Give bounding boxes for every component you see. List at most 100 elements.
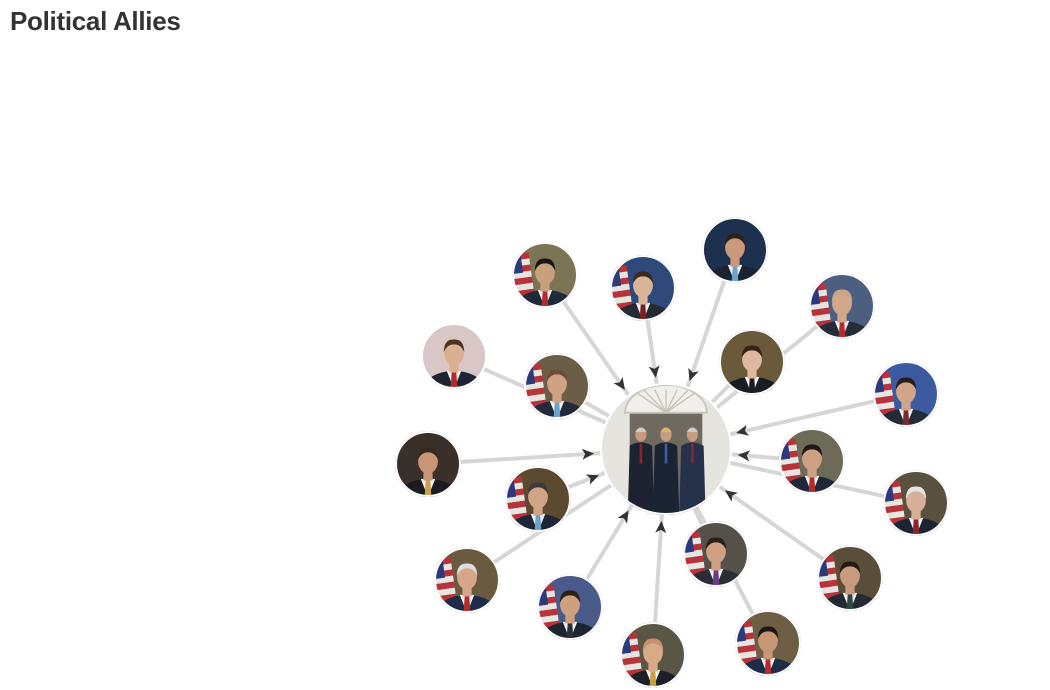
edge-n16 (458, 451, 603, 464)
node-portrait-n3[interactable] (702, 217, 768, 304)
face (840, 563, 860, 588)
tie (553, 402, 561, 418)
hair (724, 233, 746, 247)
face (560, 592, 580, 617)
tie (534, 515, 542, 531)
hair (417, 447, 439, 461)
node-portrait-n8[interactable] (882, 470, 949, 557)
suit (396, 478, 460, 497)
tie (566, 623, 574, 639)
node-border (719, 329, 785, 395)
node-border (779, 428, 845, 494)
face (528, 484, 548, 509)
tie (902, 410, 910, 426)
tie (712, 570, 720, 586)
edge-n6 (728, 399, 876, 437)
suit (780, 475, 844, 494)
edge-n12 (653, 512, 664, 625)
face (742, 347, 762, 372)
node-portrait-n6[interactable] (872, 361, 939, 448)
node-portrait-n16[interactable] (395, 431, 461, 518)
node-border (537, 574, 603, 640)
node-portrait-n1[interactable] (511, 242, 578, 329)
node-layer (395, 217, 949, 690)
edge-layer (458, 279, 886, 625)
node-border (809, 273, 875, 339)
node-border (524, 353, 590, 419)
arrowhead-n12 (655, 520, 667, 534)
face (535, 260, 555, 285)
face (547, 371, 567, 396)
face (802, 446, 822, 471)
figure-body (652, 442, 680, 515)
node-border (421, 323, 487, 389)
face (896, 379, 916, 404)
suit (422, 370, 486, 389)
hair (642, 638, 664, 652)
node-portrait-n14[interactable] (433, 547, 500, 634)
face (832, 291, 852, 316)
node-portrait-n13[interactable] (536, 574, 603, 661)
node-portrait-n15[interactable] (504, 466, 571, 553)
node-portrait-n4[interactable] (808, 273, 875, 360)
node-border (873, 361, 939, 427)
face (706, 539, 726, 564)
edge-n5 (710, 383, 731, 405)
node-portrait-n12[interactable] (619, 622, 686, 690)
face (906, 488, 926, 513)
suit (435, 594, 499, 613)
edge-n3 (685, 279, 727, 389)
node-portrait-n9[interactable] (816, 545, 883, 632)
node-portrait-n11[interactable] (682, 521, 749, 608)
suit (874, 408, 938, 427)
page-title: Political Allies (10, 6, 181, 36)
tie (846, 594, 854, 610)
node-portrait-n5[interactable] (719, 329, 785, 416)
arrowhead-n13 (617, 510, 629, 524)
tie (450, 372, 458, 388)
edge-n9 (718, 484, 825, 562)
arrowhead-n6 (736, 424, 750, 436)
node-border (395, 431, 461, 497)
tie (649, 671, 657, 687)
arrowhead-n9 (724, 490, 738, 502)
edge-n17 (583, 400, 611, 418)
node-border (817, 545, 883, 611)
node-border (883, 470, 949, 536)
suit (513, 289, 577, 308)
arrowhead-n15 (585, 474, 599, 485)
figure-body (627, 442, 655, 515)
hair (546, 369, 568, 383)
tie (541, 291, 549, 307)
arrowhead-n2 (648, 365, 660, 378)
suit (684, 568, 748, 587)
node-border (600, 383, 732, 515)
tie (838, 322, 846, 338)
tie (424, 480, 432, 496)
tie (731, 266, 739, 282)
tie (808, 477, 816, 493)
face (633, 273, 653, 298)
arrowhead-n7 (737, 450, 751, 462)
node-portrait-n10[interactable] (734, 610, 801, 690)
hair (831, 289, 853, 303)
suit (720, 376, 784, 395)
arrowhead-n3 (688, 367, 699, 381)
suit (818, 592, 882, 611)
node-portrait-n7[interactable] (778, 428, 845, 515)
tie (912, 519, 920, 535)
hair (801, 444, 823, 458)
face (725, 235, 745, 260)
tie (748, 378, 756, 394)
tie (463, 596, 471, 612)
hair (741, 345, 763, 359)
tie (639, 304, 647, 320)
node-portrait-n18[interactable] (421, 323, 487, 410)
face (643, 640, 663, 665)
suit (525, 400, 589, 419)
hair (757, 626, 779, 640)
node-portrait-n2[interactable] (609, 255, 676, 342)
node-portrait-n17[interactable] (523, 353, 590, 440)
node-center-photo[interactable] (600, 383, 732, 518)
hair (632, 271, 654, 285)
